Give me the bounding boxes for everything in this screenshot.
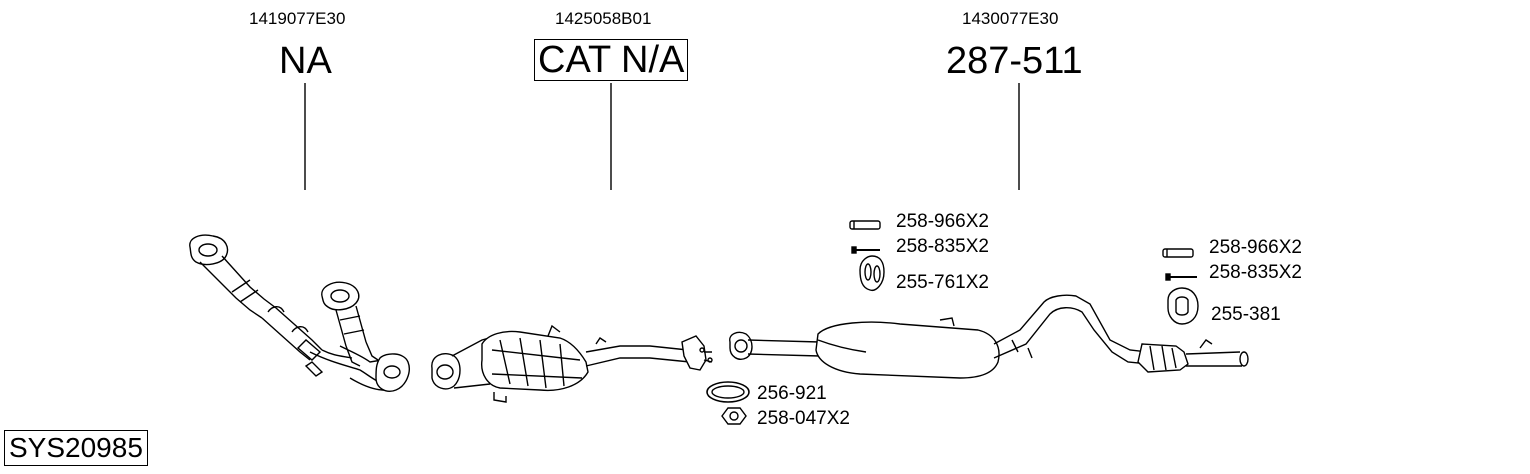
rear-silencer-part — [729, 294, 1249, 379]
gasket-ring-icon — [706, 381, 750, 403]
part-label-bolt-rear: 258-835X2 — [1209, 262, 1302, 283]
part-label-sleeve-mid: 258-966X2 — [896, 211, 989, 232]
oem-number-catalyst: 1425058B01 — [555, 9, 652, 28]
bolt-icon-rear — [1165, 273, 1197, 281]
gasket-ring-inner — [711, 385, 745, 399]
bolt-icon-mid — [851, 246, 880, 254]
part-label-nut: 258-047X2 — [757, 408, 850, 429]
rubber-sleeve-icon-rear — [1162, 248, 1194, 258]
rubber-hanger-icon-mid — [859, 255, 885, 291]
rubber-hanger-icon-rear — [1167, 287, 1199, 325]
catalyst-part — [431, 324, 713, 403]
part-label-bolt-mid: 258-835X2 — [896, 236, 989, 257]
part-label-sleeve-rear: 258-966X2 — [1209, 237, 1302, 258]
system-id: SYS20985 — [4, 430, 148, 466]
part-label-hanger-rear: 255-381 — [1211, 304, 1281, 325]
oem-number-front-pipe: 1419077E30 — [249, 9, 346, 28]
front-pipe-part — [189, 234, 410, 392]
part-label-hanger-mid: 255-761X2 — [896, 272, 989, 293]
section-label-catalyst: CAT N/A — [534, 39, 689, 81]
oem-number-rear-silencer: 1430077E30 — [962, 9, 1059, 28]
section-label-front-pipe: NA — [279, 40, 332, 82]
hex-nut-icon — [721, 407, 747, 425]
section-label-rear-silencer: 287-511 — [946, 40, 1083, 82]
rubber-sleeve-icon-mid — [849, 220, 881, 230]
part-label-gasket: 256-921 — [757, 383, 827, 404]
